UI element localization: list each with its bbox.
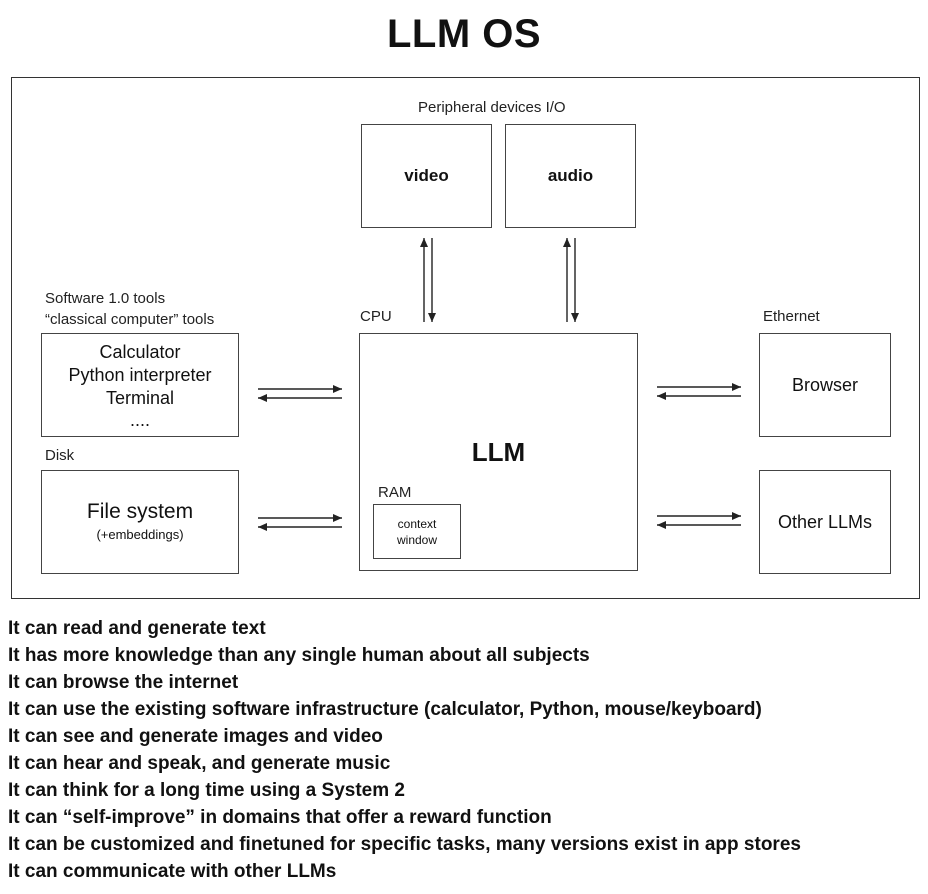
tool-terminal: Terminal (105, 387, 175, 408)
capability-item: It can see and generate images and video (8, 726, 383, 747)
cpu-label: CPU (360, 308, 392, 325)
capability-item: It can communicate with other LLMs (8, 861, 337, 882)
context-label: context (397, 516, 437, 531)
capability-item: It can hear and speak, and generate musi… (8, 753, 391, 774)
capability-item: It can think for a long time using a Sys… (8, 780, 405, 801)
ethernet-label: Ethernet (763, 308, 820, 325)
capability-item: It can browse the internet (8, 672, 239, 693)
classical-tools-label: “classical computer” tools (45, 311, 215, 328)
tool-calculator: Calculator (99, 341, 181, 362)
window-label: window (396, 532, 438, 547)
context-window-box: context window (373, 504, 461, 559)
capability-item: It has more knowledge than any single hu… (8, 645, 590, 666)
other-llms-label: Other LLMs (777, 511, 873, 532)
embeddings-label: (+embeddings) (96, 527, 184, 542)
capability-item: It can “self-improve” in domains that of… (8, 807, 552, 828)
capability-item: It can read and generate text (8, 618, 266, 639)
filesystem-label: File system (86, 500, 194, 523)
audio-label: audio (547, 166, 594, 185)
ram-label: RAM (378, 484, 412, 501)
page-title: LLM OS (386, 12, 542, 56)
browser-label: Browser (791, 374, 858, 395)
other-llms-box: Other LLMs (759, 470, 891, 574)
tool-python: Python interpreter (68, 364, 212, 385)
audio-box: audio (505, 124, 636, 228)
tool-ellipsis: .... (129, 409, 150, 430)
llm-label: LLM (471, 436, 526, 467)
llm-box: LLM (359, 333, 638, 571)
peripheral-label: Peripheral devices I/O (418, 99, 566, 116)
software-label: Software 1.0 tools (45, 290, 166, 307)
disk-label: Disk (45, 447, 75, 464)
tools-box: Calculator Python interpreter Terminal .… (41, 333, 239, 437)
diagram-frame (11, 77, 920, 599)
capabilities-list: It can read and generate text It has mor… (8, 615, 923, 885)
capability-item: It can be customized and finetuned for s… (8, 834, 801, 855)
video-box: video (361, 124, 492, 228)
capability-item: It can use the existing software infrast… (8, 699, 762, 720)
browser-box: Browser (759, 333, 891, 437)
video-label: video (404, 166, 449, 185)
filesystem-box: File system (+embeddings) (41, 470, 239, 574)
